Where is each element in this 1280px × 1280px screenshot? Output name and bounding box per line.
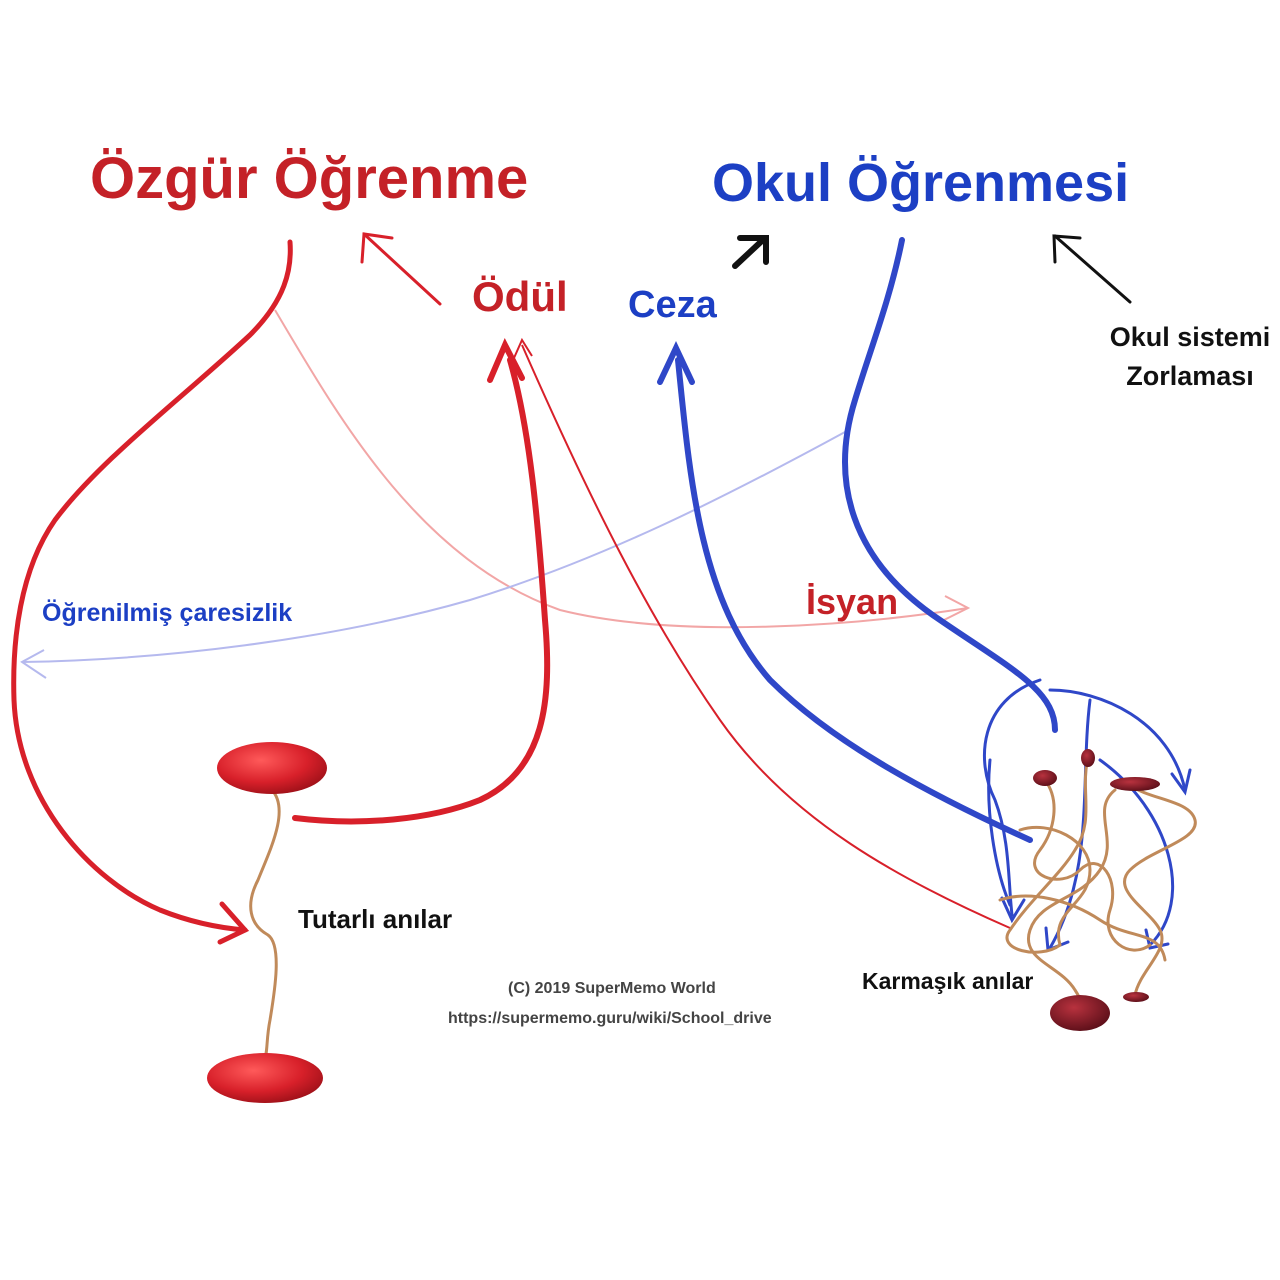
memory-node-upper	[217, 742, 327, 794]
label-school-pressure-line1: Okul sistemi	[1109, 322, 1271, 352]
memory-node-small-3	[1110, 777, 1160, 791]
source-url: https://supermemo.guru/wiki/School_drive	[448, 1010, 772, 1027]
label-rebellion: İsyan	[806, 581, 899, 622]
title-free-learning: Özgür Öğrenme	[90, 146, 529, 211]
label-learned-helplessness: Öğrenilmiş çaresizlik	[42, 599, 293, 627]
faint-rebellion-curve	[274, 309, 971, 629]
memory-node-small-4	[1123, 992, 1149, 1002]
memory-node-small-1	[1033, 770, 1057, 786]
label-complex-memories: Karmaşık anılar	[862, 968, 1034, 994]
black-arrows	[732, 234, 1132, 304]
coherent-memories-neuron	[207, 742, 327, 1103]
label-reward: Ödül	[472, 273, 568, 320]
label-school-pressure-line2: Zorlaması	[1126, 361, 1254, 392]
memory-node-lower	[207, 1053, 323, 1103]
copyright-text: (C) 2019 SuperMemo World	[508, 980, 716, 997]
label-coherent-memories: Tutarlı anılar	[298, 904, 453, 934]
thin-reward-line	[513, 337, 1011, 929]
complex-memories-tangle	[998, 749, 1197, 1031]
coherent-axon	[249, 788, 281, 1063]
label-punishment: Ceza	[628, 284, 717, 326]
title-school-learning: Okul Öğrenmesi	[712, 153, 1130, 213]
free-learning-loop	[11, 232, 551, 945]
memory-node-large	[1050, 995, 1110, 1031]
faint-helplessness-curve	[20, 431, 846, 679]
label-school-pressure: Okul sistemi Zorlaması	[1100, 318, 1280, 396]
memory-node-small-2	[1081, 749, 1095, 767]
